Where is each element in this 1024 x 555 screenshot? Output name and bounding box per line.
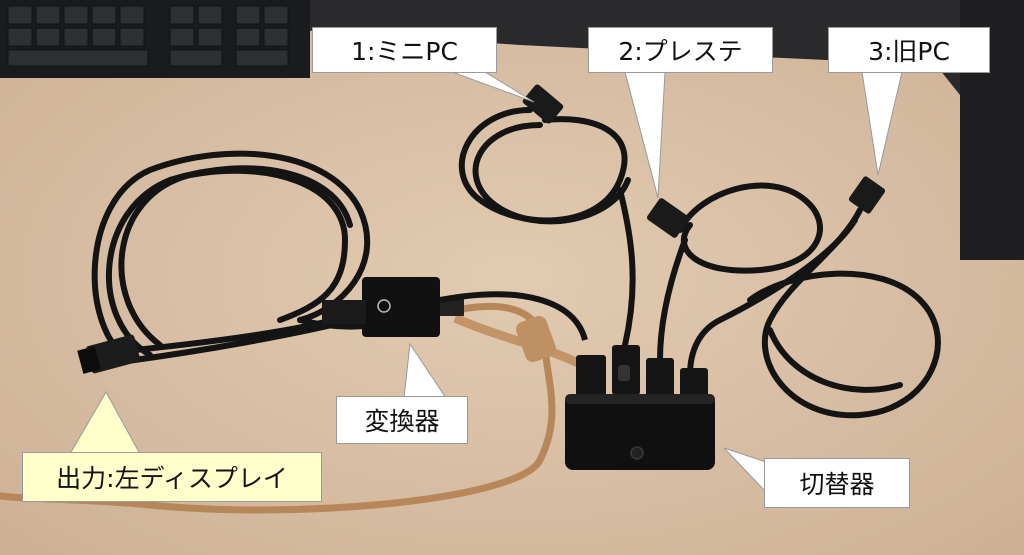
label-converter: 変換器 — [336, 396, 468, 444]
converter-device — [322, 277, 464, 337]
keyboard-image — [0, 0, 310, 78]
label-playstation: 2:プレステ — [588, 27, 773, 73]
old-pc-cable — [687, 207, 941, 419]
label-mini-pc: 1:ミニPC — [312, 27, 497, 73]
label-switcher: 切替器 — [764, 458, 910, 508]
label-output: 出力:左ディスプレイ — [22, 452, 322, 502]
switcher-device — [565, 394, 715, 470]
label-old-pc: 3:旧PC — [828, 27, 990, 73]
playstation-cable — [657, 182, 823, 363]
mini-pc-cable — [458, 107, 636, 348]
output-plug — [77, 334, 141, 374]
